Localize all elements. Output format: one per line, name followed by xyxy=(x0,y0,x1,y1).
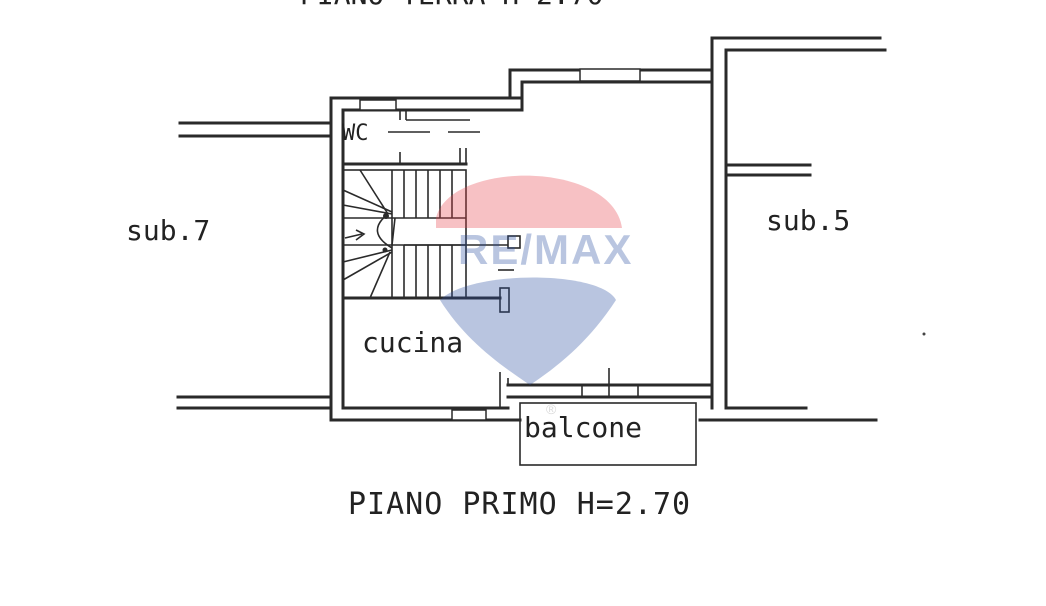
floor-title: PIANO PRIMO H=2.70 xyxy=(348,487,691,522)
balloon-bottom-blue xyxy=(440,277,616,385)
remax-logo-text: RE/MAX xyxy=(458,226,633,273)
room-label-sub7: sub.7 xyxy=(126,214,210,247)
balloon-top-red xyxy=(436,175,622,228)
balcony-outline xyxy=(519,402,697,466)
room-label-wc: WC xyxy=(342,121,369,146)
scan-speck xyxy=(922,332,926,336)
kitchen-partition xyxy=(341,235,639,408)
remax-watermark: RE/MAX ® xyxy=(436,175,633,417)
room-label-sub5: sub.5 xyxy=(766,204,850,237)
windows xyxy=(359,68,641,421)
top-cut-label: PIANO TERRA H=2.70 xyxy=(300,0,603,11)
room-label-cucina: cucina xyxy=(362,326,463,359)
staircase xyxy=(342,169,467,299)
neighbor-walls-right xyxy=(724,163,812,177)
room-label-balcone: balcone xyxy=(524,411,642,444)
registered-mark: ® xyxy=(546,401,557,417)
outer-walls xyxy=(329,36,887,422)
neighbor-walls-left xyxy=(176,121,333,410)
wc-partition xyxy=(341,110,480,166)
